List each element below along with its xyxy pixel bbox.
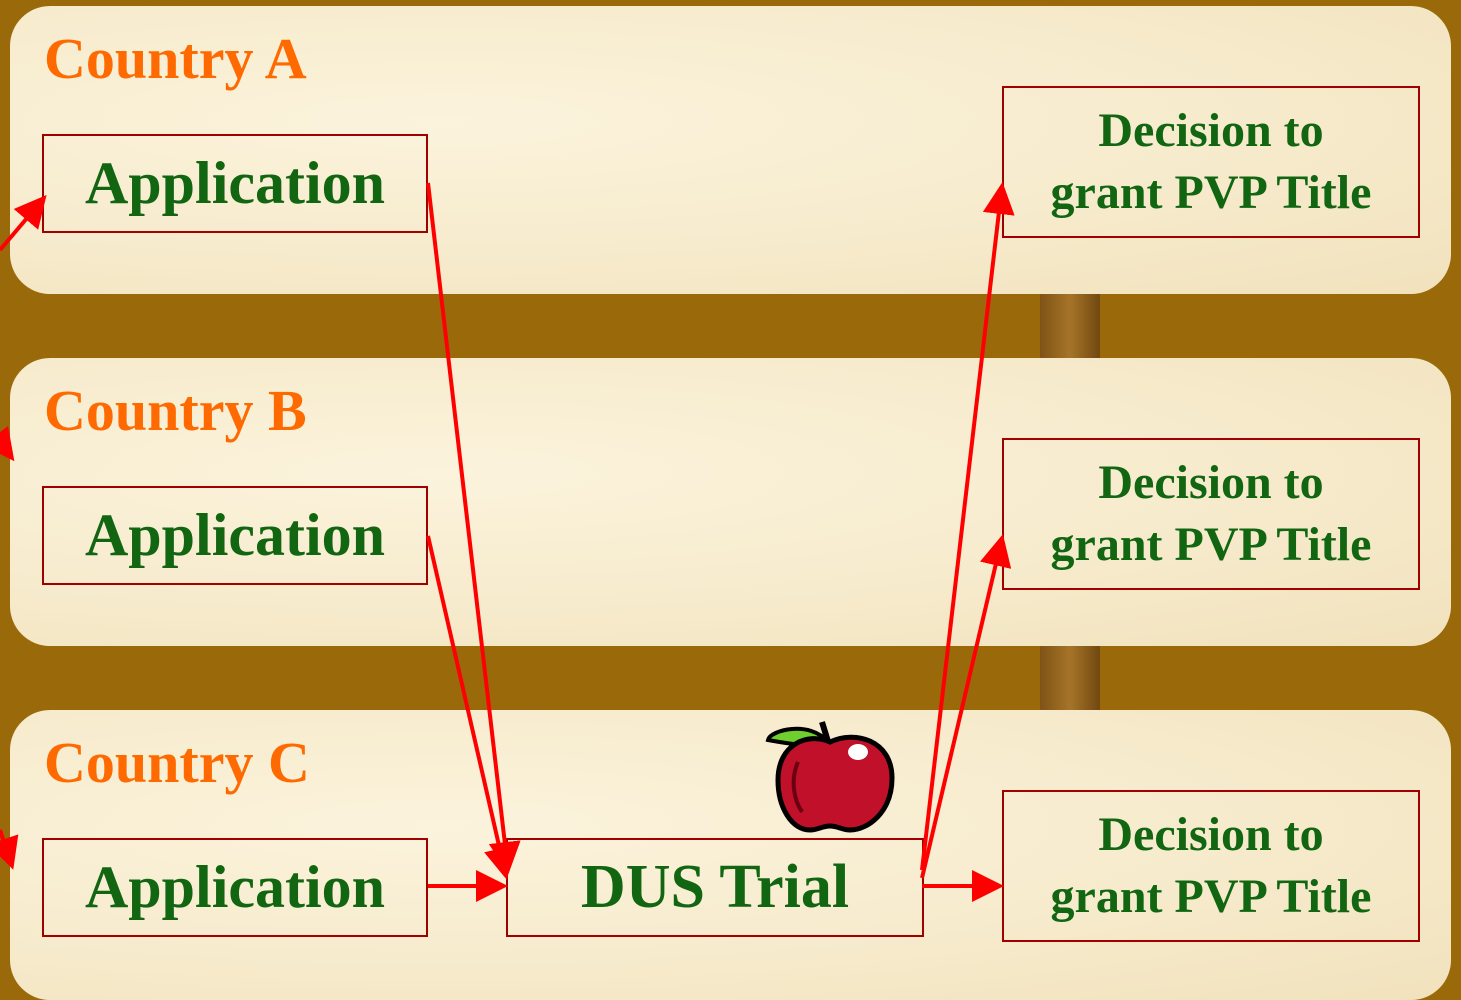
decision-line1: Decision to [1098,104,1324,157]
application-label: Application [84,502,386,568]
dus-trial-label: DUS Trial [580,853,850,921]
application-label: Application [84,854,386,920]
application-box: Application [42,486,428,585]
dus-trial-box: DUS Trial [506,838,924,937]
country-label: Country A [44,26,307,91]
decision-line2: grant PVP Title [1050,166,1372,219]
apple-icon [765,721,895,833]
decision-box: Decision to grant PVP Title [1002,86,1420,238]
country-label: Country B [44,378,307,443]
application-label: Application [84,150,386,216]
decision-box: Decision to grant PVP Title [1002,438,1420,590]
decision-line2: grant PVP Title [1050,870,1372,923]
country-label: Country C [44,730,310,795]
decision-line1: Decision to [1098,456,1324,509]
panel-country-c: Country C Application Decision to grant … [10,710,1451,1000]
decision-line1: Decision to [1098,808,1324,861]
application-box: Application [42,134,428,233]
application-box: Application [42,838,428,937]
decision-box: Decision to grant PVP Title [1002,790,1420,942]
panel-country-a: Country A Application Decision to grant … [10,6,1451,294]
panel-country-b: Country B Application Decision to grant … [10,358,1451,646]
decision-line2: grant PVP Title [1050,518,1372,571]
